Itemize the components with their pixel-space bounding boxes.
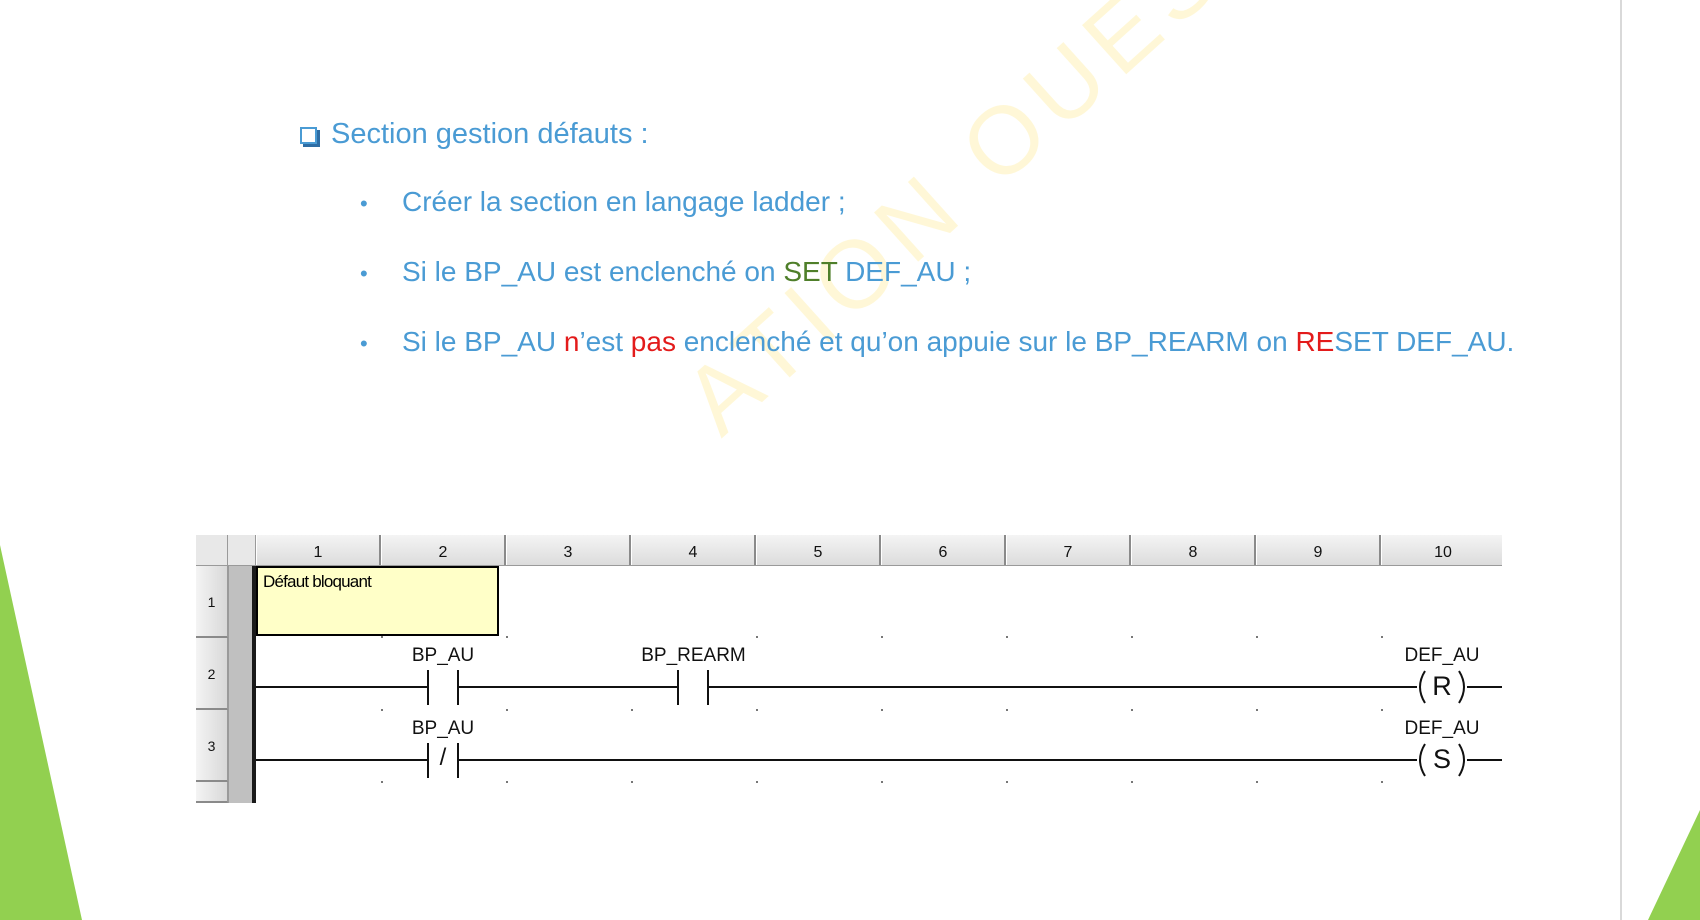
column-header[interactable]: 6 bbox=[881, 535, 1006, 565]
column-header[interactable]: 2 bbox=[381, 535, 506, 565]
contact-label-bp-au-nc[interactable]: BP_AU bbox=[411, 718, 475, 739]
bullet-item-1: • Créer la section en langage ladder ; bbox=[360, 186, 1514, 256]
contact-label-bp-au[interactable]: BP_AU bbox=[411, 645, 475, 666]
section-heading: Section gestion défauts : bbox=[300, 118, 649, 151]
grid-dot bbox=[631, 709, 633, 711]
grid-dot bbox=[506, 781, 508, 783]
set-coil-letter: S bbox=[1432, 744, 1451, 774]
grid-dot bbox=[1006, 636, 1008, 638]
grid-dot bbox=[381, 709, 383, 711]
grid-dot bbox=[381, 781, 383, 783]
grid-dot bbox=[881, 781, 883, 783]
negated-contact-slash: / bbox=[439, 744, 447, 771]
bullet-list: • Créer la section en langage ladder ; •… bbox=[360, 186, 1514, 396]
column-header[interactable]: 1 bbox=[256, 535, 381, 565]
grid-dot bbox=[1006, 709, 1008, 711]
grid-dot bbox=[1256, 636, 1258, 638]
column-header[interactable]: 10 bbox=[1381, 535, 1502, 565]
heading-text: Section gestion défauts : bbox=[331, 118, 649, 150]
coil-label-def-au[interactable]: DEF_AU bbox=[1404, 645, 1480, 666]
checkbox-bullet-icon bbox=[300, 127, 317, 144]
ladder-editor[interactable]: 1 2 3 4 5 6 7 8 9 10 1 2 3 Défaut bloqua… bbox=[196, 535, 1502, 803]
grid-dot bbox=[1006, 781, 1008, 783]
bullet-dot-icon: • bbox=[360, 191, 368, 216]
grid-dot bbox=[1131, 709, 1133, 711]
grid-dot bbox=[1381, 709, 1383, 711]
row-header[interactable]: 3 bbox=[196, 710, 228, 782]
row-header[interactable]: 1 bbox=[196, 566, 228, 638]
grid-dot bbox=[1256, 709, 1258, 711]
bullet-dot-icon: • bbox=[360, 331, 368, 356]
column-header[interactable]: 5 bbox=[756, 535, 881, 565]
grid-dot bbox=[881, 709, 883, 711]
grid-dot bbox=[756, 709, 758, 711]
coil-label-def-au[interactable]: DEF_AU bbox=[1404, 718, 1480, 739]
column-header[interactable]: 4 bbox=[631, 535, 756, 565]
contact-label-bp-rearm[interactable]: BP_REARM bbox=[641, 645, 746, 666]
pas-keyword: pas bbox=[630, 326, 676, 357]
header-corner bbox=[196, 535, 228, 565]
left-power-rail bbox=[252, 566, 256, 803]
grid-dot bbox=[631, 781, 633, 783]
grid-dot bbox=[1131, 781, 1133, 783]
grid-dot bbox=[756, 636, 758, 638]
reset-coil-letter: R bbox=[1432, 671, 1452, 701]
bullet-dot-icon: • bbox=[360, 261, 368, 286]
column-header[interactable]: 3 bbox=[506, 535, 631, 565]
grid-dot bbox=[1131, 636, 1133, 638]
bullet-item-3: • Si le BP_AU n’est pas enclenché et qu’… bbox=[360, 326, 1514, 396]
column-header[interactable]: 9 bbox=[1256, 535, 1381, 565]
row-header[interactable]: 2 bbox=[196, 638, 228, 710]
column-header-bar: 1 2 3 4 5 6 7 8 9 10 bbox=[196, 535, 1502, 566]
set-keyword: SET bbox=[783, 256, 838, 287]
bullet-item-2: • Si le BP_AU est enclenché on SET DEF_A… bbox=[360, 256, 1514, 326]
row-header[interactable] bbox=[196, 782, 228, 803]
column-header[interactable]: 8 bbox=[1131, 535, 1256, 565]
grid-dot bbox=[506, 636, 508, 638]
grid-dot bbox=[381, 636, 383, 638]
comment-box[interactable]: Défaut bloquant bbox=[256, 566, 499, 636]
grid-dot bbox=[1256, 781, 1258, 783]
reset-prefix: RE bbox=[1295, 326, 1335, 357]
grid-dot bbox=[506, 709, 508, 711]
header-corner-rail bbox=[228, 535, 256, 565]
left-rail-margin bbox=[228, 566, 253, 803]
grid-dot bbox=[881, 636, 883, 638]
grid-dot bbox=[1381, 781, 1383, 783]
grid-dot bbox=[1381, 636, 1383, 638]
ladder-wiring bbox=[256, 670, 1502, 778]
right-green-decoration bbox=[1620, 0, 1700, 920]
grid-dot bbox=[756, 781, 758, 783]
column-header[interactable]: 7 bbox=[1006, 535, 1131, 565]
left-green-decoration bbox=[0, 545, 82, 920]
